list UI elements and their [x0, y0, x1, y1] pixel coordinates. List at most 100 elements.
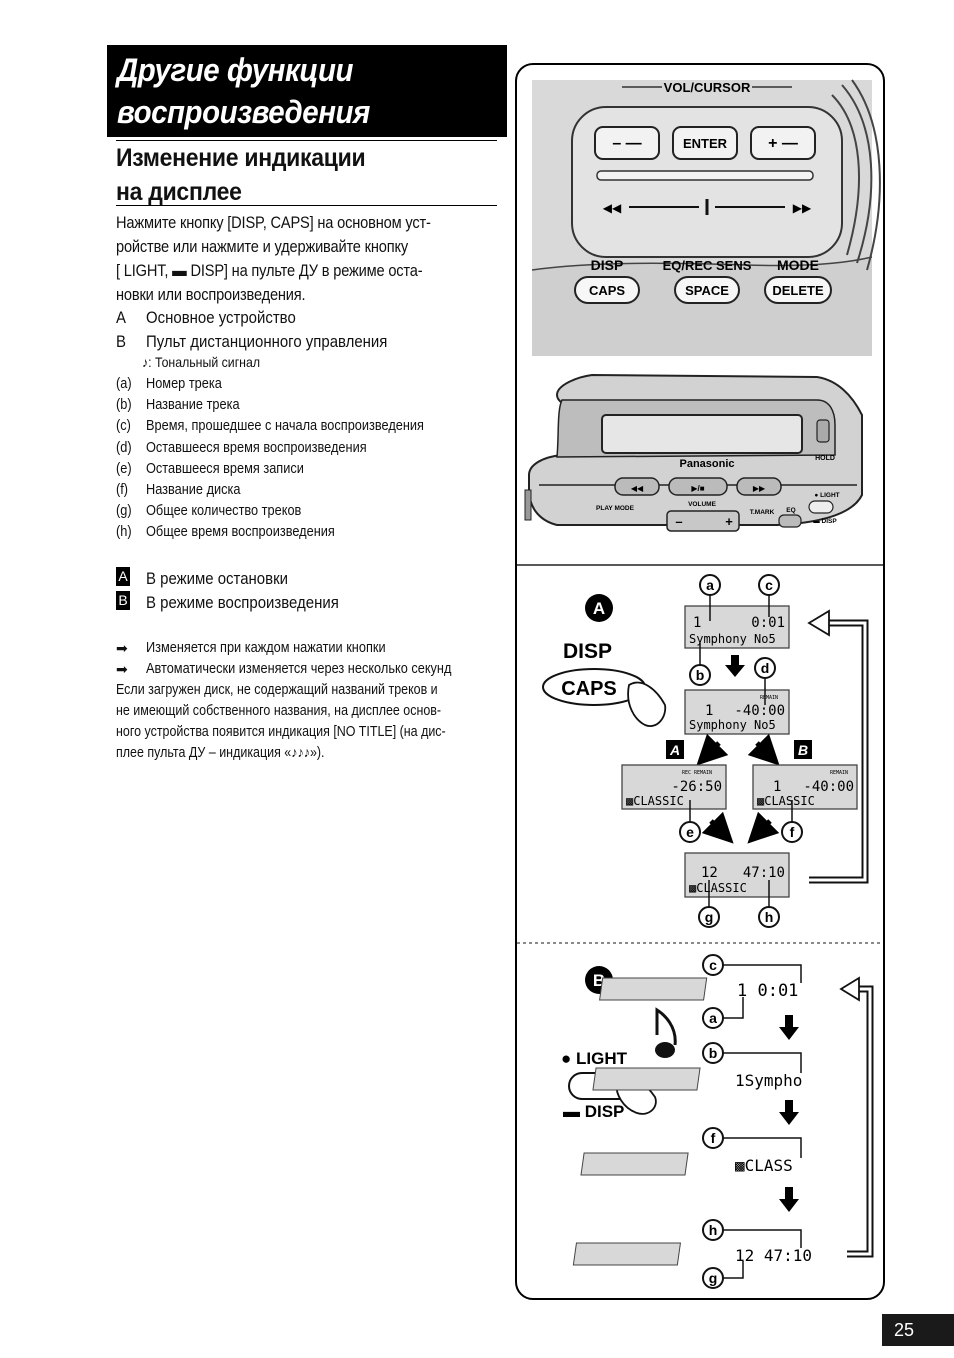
- list-item: (d)Оставшееся время воспроизведения: [116, 438, 506, 459]
- arrow-diag-icon: [747, 811, 780, 844]
- marker-h: h: [702, 1219, 724, 1241]
- disp-label: ▬ DISP: [813, 518, 837, 525]
- list-item: A Основное устройство: [116, 306, 506, 330]
- intro-line: [ LIGHT, ▬ DISP] на пульте ДУ в режиме о…: [116, 261, 423, 280]
- lcd-4-track: 1: [773, 779, 781, 795]
- list-item: (c) Время, прошедшее с начала воспроизвед…: [116, 416, 506, 437]
- mode-list: A В режиме остановки B В режиме воспроиз…: [116, 567, 506, 615]
- lcd-3-title: ▩CLASSIC: [626, 794, 684, 808]
- figure-svg: VOL/CURSOR – — ENTER + — ◀◀ ▶▶ DISP EQ/R…: [517, 79, 883, 1289]
- section-a: A DISP CAPS 1 0:01 Symphony No5 REMAIN 1…: [542, 574, 869, 928]
- list-label: Номер трека: [146, 376, 222, 392]
- mode-badge: B: [116, 591, 130, 610]
- page-title-line2: воспроизведения: [117, 94, 370, 130]
- mode-label: MODE: [777, 257, 819, 273]
- intro-line: Нажмите кнопку [DISP, CAPS] на основном …: [116, 213, 431, 232]
- note-paragraph: Если загружен диск, не содержащий назван…: [116, 680, 497, 764]
- list-key: (g): [116, 503, 132, 520]
- svg-text:b: b: [709, 1045, 718, 1061]
- page-title-line1: Другие функции: [117, 52, 354, 88]
- hold-label: HOLD: [815, 455, 835, 462]
- list-item: B Пульт дистанционного управления: [116, 330, 506, 354]
- lcd-5-time: 47:10: [743, 865, 785, 881]
- lcd-5-title: ▩CLASSIC: [689, 881, 747, 895]
- list-item: (b) Название трека: [116, 395, 506, 416]
- loop-arrow-icon: [847, 985, 874, 1258]
- hold-switch[interactable]: [816, 419, 830, 443]
- eq-button[interactable]: [778, 514, 802, 528]
- arrow-diag-icon: [696, 733, 729, 766]
- remote-illustration: VOL/CURSOR – — ENTER + — ◀◀ ▶▶ DISP EQ/R…: [531, 79, 881, 356]
- list-key: (b): [116, 397, 132, 414]
- lcd-display-3: [621, 764, 727, 810]
- light-disp-button[interactable]: [808, 500, 834, 514]
- marker-e: e: [679, 821, 701, 843]
- section-a-badge: [585, 594, 613, 622]
- svg-text:a: a: [709, 1010, 717, 1026]
- lcd-display-5: [684, 852, 790, 898]
- marker-f: f: [781, 821, 803, 843]
- arrow-down-icon: [779, 1015, 799, 1040]
- section-heading-line2: на дисплее: [116, 178, 242, 206]
- prev-button[interactable]: [614, 477, 660, 496]
- mode-b-badge: [794, 740, 812, 759]
- caps-button[interactable]: [574, 276, 640, 304]
- arrow-diag-icon: [747, 733, 780, 766]
- lcd-2-time: -40:00: [734, 703, 785, 719]
- next-button[interactable]: [736, 477, 782, 496]
- enter-button[interactable]: [672, 126, 738, 160]
- lcd-4-title: ▩CLASSIC: [757, 794, 815, 808]
- list-key: (c): [116, 418, 131, 435]
- list-label: Название трека: [146, 397, 240, 414]
- lcd-strip-4: [572, 1242, 682, 1266]
- vol-minus-label: –: [675, 514, 682, 529]
- marker-b: b: [702, 1042, 724, 1064]
- eq-label: EQ: [786, 507, 795, 514]
- arrow-diag-icon: [701, 811, 734, 844]
- list-item: (a)Номер трека: [116, 374, 506, 395]
- brand-label: Panasonic: [679, 458, 734, 470]
- svg-text:e: e: [686, 824, 694, 840]
- svg-text:g: g: [709, 1270, 718, 1286]
- list-label: Общее время воспроизведения: [146, 524, 335, 541]
- divider: [116, 205, 497, 206]
- caps-label: CAPS: [589, 283, 625, 298]
- note-line: не имеющий собственного названия, на дис…: [116, 703, 442, 719]
- vol-plus-button[interactable]: [750, 126, 816, 160]
- vol-minus-button[interactable]: [594, 126, 660, 160]
- svg-text:c: c: [765, 577, 773, 593]
- list-label: Изменяется при каждом нажатии кнопки: [146, 640, 386, 656]
- list-label: Название диска: [146, 482, 241, 499]
- list-label: В режиме остановки: [146, 569, 288, 588]
- list-label: В режиме воспроизведения: [146, 593, 339, 612]
- list-label: Время, прошедшее с начала воспроизведени…: [146, 418, 424, 435]
- list-item: B В режиме воспроизведения: [116, 591, 506, 615]
- lcd-display-1: [684, 605, 790, 649]
- lcd-strip-1: [599, 977, 708, 1001]
- marker-a: a: [699, 574, 721, 596]
- list-label: Оставшееся время записи: [146, 460, 304, 477]
- section-heading: Изменение индикации на дисплее: [116, 141, 497, 209]
- list-key: (f): [116, 482, 129, 499]
- light-label: ● LIGHT: [561, 1049, 628, 1068]
- figure-panel: VOL/CURSOR – — ENTER + — ◀◀ ▶▶ DISP EQ/R…: [515, 63, 885, 1300]
- disp-label: DISP: [591, 257, 624, 273]
- section-heading-line1: Изменение индикации: [116, 144, 366, 172]
- delete-button[interactable]: [764, 276, 832, 304]
- caps-label: CAPS: [561, 678, 617, 700]
- arrow-down-icon: [725, 655, 745, 677]
- volume-rocker[interactable]: [666, 510, 740, 532]
- delete-label: DELETE: [772, 283, 824, 298]
- note-line: плее пульта ДУ – индикация «♪♪♪»).: [116, 745, 325, 761]
- enter-label: ENTER: [683, 136, 728, 151]
- space-button[interactable]: [674, 276, 740, 304]
- skip-forward-icon: ▶▶: [793, 201, 812, 215]
- note-line: Если загружен диск, не содержащий назван…: [116, 682, 438, 698]
- play-pause-button[interactable]: [668, 477, 728, 496]
- list-item: A В режиме остановки: [116, 567, 506, 591]
- list-key: (e): [116, 460, 132, 477]
- list-key: B: [116, 332, 126, 351]
- lcd-1-time: 0:01: [751, 615, 785, 631]
- list-key: (d): [116, 439, 132, 456]
- skip-back-icon: ◀◀: [603, 201, 622, 215]
